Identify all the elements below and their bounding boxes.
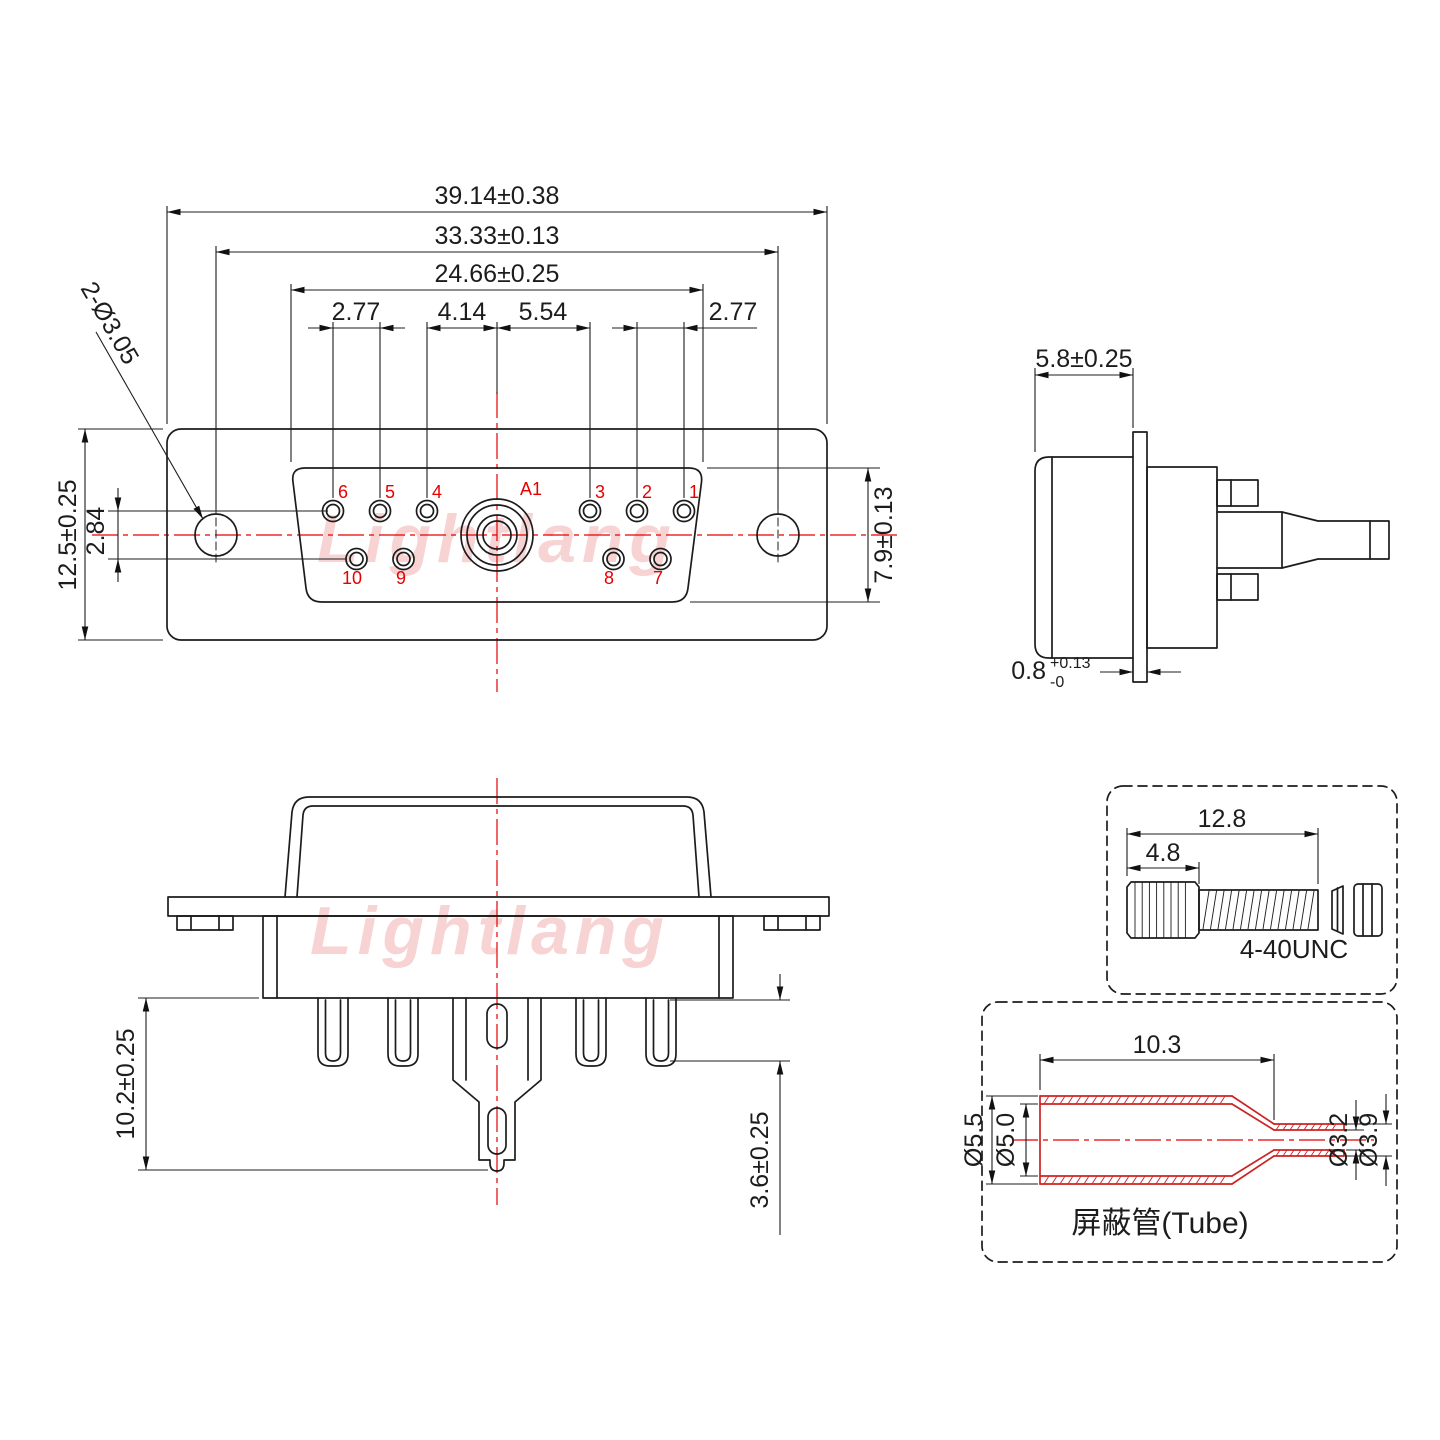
upper-contact-tail xyxy=(1216,479,1259,507)
dim-overall-width: 39.14±0.38 xyxy=(435,182,560,210)
pin-label-2: 2 xyxy=(642,482,652,502)
dim-flange-tol-lower: -0 xyxy=(1050,674,1064,691)
dim-body-depth: 10.2±0.25 xyxy=(112,1028,140,1139)
flange xyxy=(1132,431,1148,683)
coax-contact-a1 xyxy=(460,498,534,572)
coax-tail-side xyxy=(1216,511,1390,569)
dim-front-depth: 5.8±0.25 xyxy=(1035,345,1132,373)
rear-view xyxy=(167,796,830,1172)
pin-label-1: 1 xyxy=(689,482,699,502)
side-view xyxy=(1034,431,1390,683)
dim-height: 12.5±0.25 xyxy=(54,479,82,590)
dim-flange-thickness: 0.8 xyxy=(1011,657,1046,685)
pin-label-4: 4 xyxy=(432,482,442,502)
dim-tube-tip-id: Ø3.2 xyxy=(1325,1113,1353,1167)
screw-detail-border xyxy=(1106,785,1398,995)
dim-cup-depth: 3.6±0.25 xyxy=(746,1111,774,1208)
insulator-rear xyxy=(262,915,734,999)
dim-insert-height: 7.9±0.13 xyxy=(870,486,898,583)
screw-detail xyxy=(1126,881,1383,939)
dim-contact-span: 24.66±0.25 xyxy=(435,260,560,288)
dim-pitch-2: 4.14 xyxy=(438,298,487,326)
dim-row-spacing: 2.84 xyxy=(82,507,110,556)
screw-thread xyxy=(1198,889,1319,931)
dim-pitch-1: 2.77 xyxy=(332,298,381,326)
side-shell xyxy=(1034,456,1134,659)
watermarks: Lightlang Lightlang xyxy=(310,501,671,969)
pin-label-5: 5 xyxy=(385,482,395,502)
pin-labels: 6 5 4 A1 3 2 1 10 9 8 7 xyxy=(338,479,699,588)
solder-cups xyxy=(317,997,677,1067)
tube-tip-hatch-bottom xyxy=(1275,1149,1337,1157)
pin-contacts xyxy=(321,499,696,571)
tube-tip-hatch-top xyxy=(1275,1123,1337,1131)
pin-label-a1: A1 xyxy=(520,479,542,499)
knurl-lines xyxy=(1134,881,1186,939)
part-outlines xyxy=(166,428,1390,1172)
dim-screw-head: 4.8 xyxy=(1146,839,1181,867)
washer-wedge xyxy=(1331,885,1344,935)
hood-outer xyxy=(284,796,712,898)
tube-label: 屏蔽管(Tube) xyxy=(1071,1207,1248,1240)
pin-label-9: 9 xyxy=(396,568,406,588)
mount-boss-left xyxy=(176,915,234,931)
pin-label-3: 3 xyxy=(595,482,605,502)
pin-label-7: 7 xyxy=(653,568,663,588)
tube-wall-hatch-bottom xyxy=(1043,1175,1226,1185)
dim-tube-od: Ø5.5 xyxy=(960,1113,988,1167)
centerlines xyxy=(92,392,1374,1205)
screw-nut xyxy=(1353,883,1383,937)
watermark-text-rear: Lightlang xyxy=(310,893,670,969)
dimension-lines xyxy=(78,206,1392,1235)
coax-tail-rear xyxy=(452,997,542,1172)
lower-contact-tail xyxy=(1216,573,1259,601)
dim-flange-tol-upper: +0.13 xyxy=(1050,655,1091,672)
tube-detail xyxy=(1039,1095,1345,1185)
mount-boss-right xyxy=(763,915,821,931)
hood-inner xyxy=(296,805,700,898)
thread-spec-label: 4-40UNC xyxy=(1240,934,1348,964)
pin-label-10: 10 xyxy=(342,568,362,588)
d-insert xyxy=(291,467,703,603)
front-view xyxy=(166,428,828,641)
dimension-texts: 39.14±0.38 33.33±0.13 24.66±0.25 2.77 4.… xyxy=(54,182,1383,1240)
dim-tube-tip-od: Ø3.9 xyxy=(1355,1113,1383,1167)
pin-label-6: 6 xyxy=(338,482,348,502)
thread-lines xyxy=(1202,890,1315,930)
dim-mount-spacing: 33.33±0.13 xyxy=(435,222,560,250)
dim-pitch-4: 2.77 xyxy=(709,298,758,326)
detail-borders xyxy=(981,785,1398,1263)
dim-pitch-3: 5.54 xyxy=(519,298,568,326)
dim-tube-length: 10.3 xyxy=(1133,1031,1182,1059)
screw-head xyxy=(1126,881,1200,939)
insulator-body xyxy=(1146,466,1218,649)
tube-wall-hatch-top xyxy=(1043,1095,1226,1105)
pin-label-8: 8 xyxy=(604,568,614,588)
connector-shell-front xyxy=(166,428,828,641)
dim-screw-length: 12.8 xyxy=(1198,805,1247,833)
dim-tube-id: Ø5.0 xyxy=(992,1113,1020,1167)
